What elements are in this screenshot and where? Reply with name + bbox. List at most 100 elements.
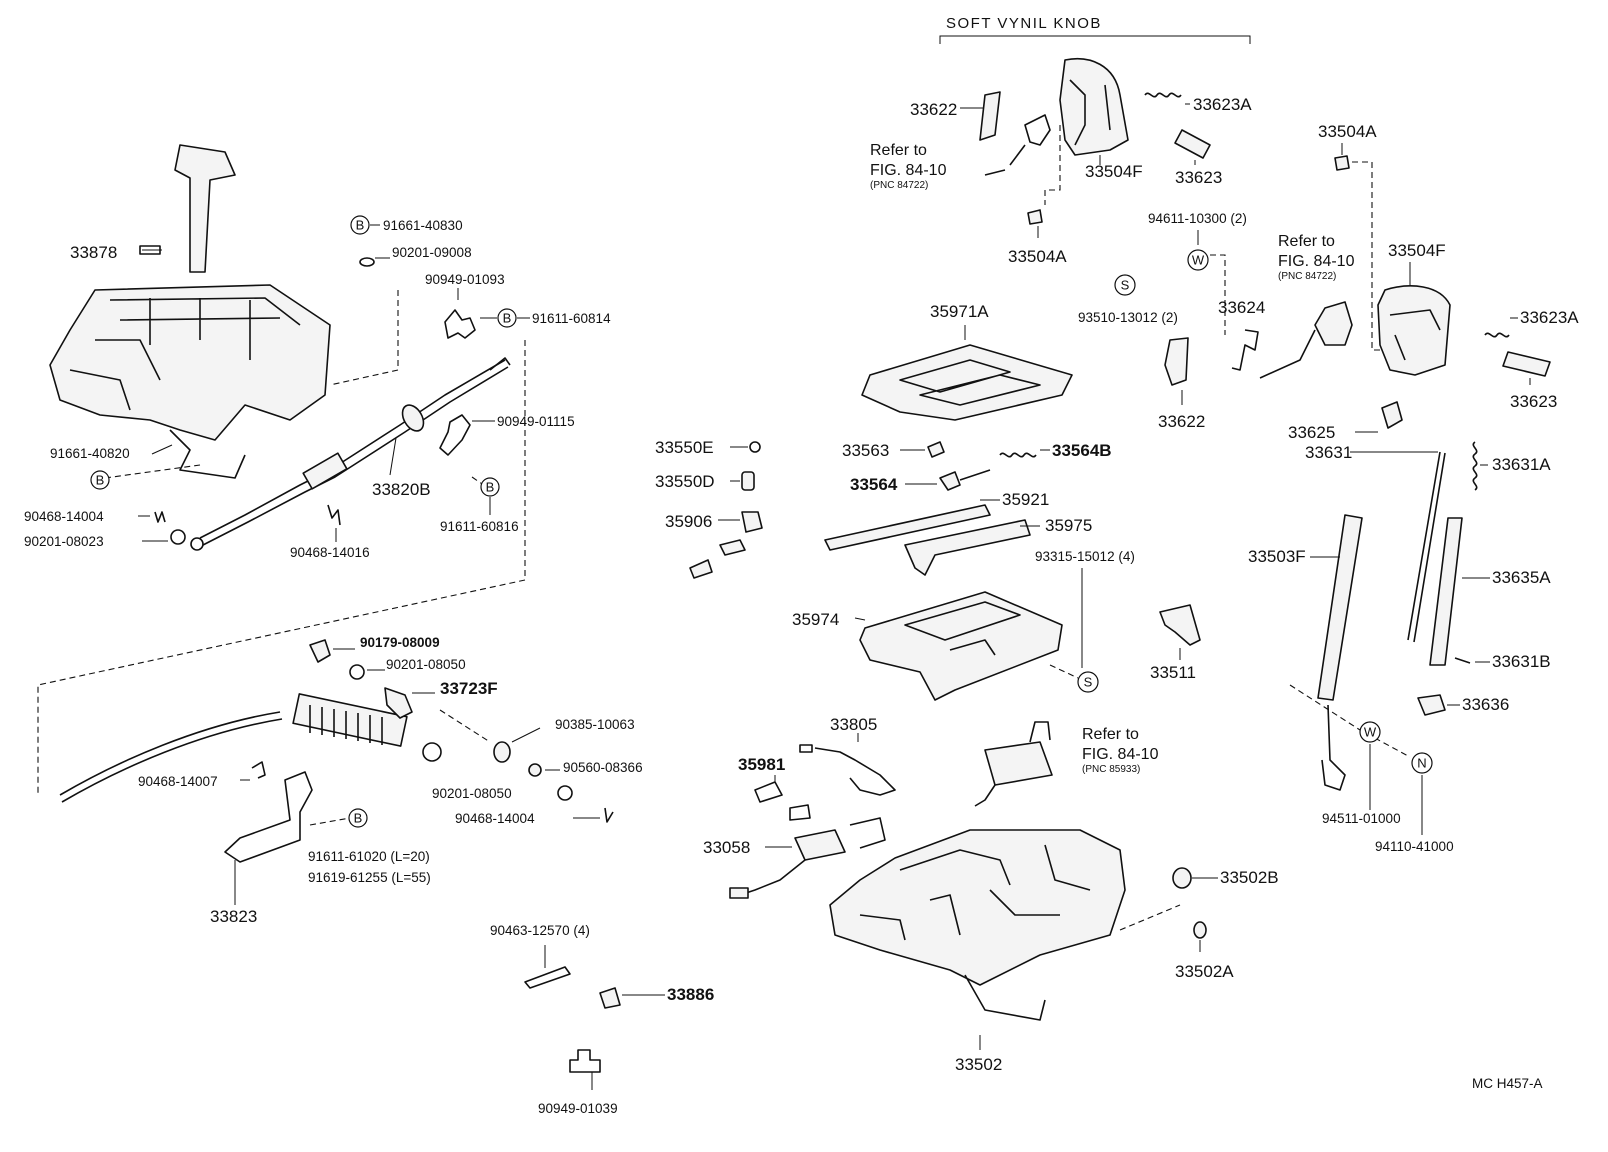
label-33623A-b: 33623A [1520,308,1579,327]
spring-33631A [1472,441,1478,491]
label-33636: 33636 [1462,695,1509,714]
label-35921: 35921 [1002,490,1049,509]
screw-33504A-b [1334,155,1350,171]
label-33504A-a: 33504A [1008,247,1067,266]
label-94511-01000: 94511-01000 [1322,811,1401,826]
label-91661-40820: 91661-40820 [50,446,130,461]
symbol-b-4 [90,470,110,490]
knob-shaft-33511 [1159,604,1201,646]
label-90201-08023: 90201-08023 [24,534,104,549]
bushing-33502B [1172,867,1192,889]
clip-90468-14004-b [604,807,614,823]
lever-33503F-arm [1321,704,1346,791]
label-33502A: 33502A [1175,962,1234,981]
label-90385-10063: 90385-10063 [555,717,635,732]
switch-ref-a [984,114,1051,176]
symbol-b-4-text: B [96,473,105,488]
label-33622-b: 33622 [1158,412,1205,431]
base-assembly-33502 [829,829,1126,1021]
socket-35906 [689,511,763,579]
label-33564B: 33564B [1052,441,1112,460]
label-90201-08050-b: 90201-08050 [432,786,512,801]
label-33878: 33878 [70,243,117,262]
ref-a-line3: (PNC 84722) [870,180,928,191]
label-33564: 33564 [850,475,898,494]
symbol-n [1411,752,1433,774]
clip-33636 [1417,694,1446,716]
switch-ref-b [1314,301,1353,346]
washer-90201-09008 [359,257,375,267]
washer-90201-08050-b [557,785,573,801]
label-94110-41000: 94110-41000 [1375,839,1454,854]
rod-33631 [1407,451,1446,643]
dash-link-bushing [439,709,491,743]
clip-33550E [749,441,761,453]
switch-33805 [799,744,896,796]
label-33502B: 33502B [1220,868,1279,887]
button-33623-a [1174,129,1211,159]
clip-33625 [1381,401,1403,429]
clip-33563 [927,441,945,458]
ref-c-line3: (PNC 85933) [1082,764,1140,775]
plate-35921 [824,504,991,551]
switch-ref-b-wire [1259,329,1316,379]
label-35974: 35974 [792,610,839,629]
indicator-cover-35971A [861,344,1073,421]
module-ref-c-wire [974,721,1051,807]
tube-33635A [1429,517,1463,666]
label-33503F: 33503F [1248,547,1306,566]
shift-cable-33820B [190,357,511,551]
clip-90949-01093 [444,309,476,339]
bushing-33502A [1193,921,1207,939]
screw-33504A-a [1027,209,1043,225]
symbol-b-2 [497,308,517,328]
label-90201-08050-a: 90201-08050 [386,657,466,672]
label-35906: 35906 [665,512,712,531]
cable-33823-assembly [59,693,442,863]
clip-90468-14007 [251,761,266,779]
label-94611-10300: 94611-10300 (2) [1148,211,1247,226]
dash-link-bracket [104,464,201,479]
bracket-90949-01115 [439,414,471,456]
dash-link-pin [309,817,351,826]
symbol-s-1 [1114,274,1136,296]
spring-33623A-b [1484,332,1510,338]
clip-90468-14004-a [154,511,166,523]
label-33058: 33058 [703,838,750,857]
symbol-s-2 [1077,671,1099,693]
label-90949-01115: 90949-01115 [497,414,575,429]
symbol-s-1-text: S [1121,278,1130,293]
label-33504F-b: 33504F [1388,241,1446,260]
label-33631B: 33631B [1492,652,1551,671]
clip-90468-14016 [327,504,341,526]
symbol-n-text: N [1417,756,1426,771]
dash-link-knob-screw [1044,125,1061,205]
washer-90201-08023 [170,529,186,545]
symbol-w-2 [1359,721,1381,743]
ref-c-line2: FIG. 84-10 [1082,746,1159,763]
dash-link-w1 [1210,254,1226,335]
collar-90560-08366 [528,763,542,777]
label-90468-14007: 90468-14007 [138,774,218,789]
symbol-b-5 [348,808,368,828]
dash-link-housing-s [1049,664,1079,679]
ref-b-line2: FIG. 84-10 [1278,253,1355,270]
label-90201-09008: 90201-09008 [392,245,472,260]
label-33625: 33625 [1288,423,1335,442]
module-ref-c [984,741,1053,786]
label-35981: 35981 [738,755,785,774]
stud-33723F [384,687,413,719]
dash-link-lever [329,290,399,386]
label-90463-12570: 90463-12570 (4) [490,923,590,938]
spring-33623A-a [1144,92,1182,98]
dash-link-cable [37,340,526,795]
spring-33564B [999,452,1037,458]
symbol-w-2-text: W [1364,725,1377,740]
leader-35974 [854,617,866,621]
pin-33631B [1454,657,1471,664]
dash-link-base [1119,904,1181,931]
housing-35974 [859,591,1063,701]
label-33631: 33631 [1305,443,1352,462]
